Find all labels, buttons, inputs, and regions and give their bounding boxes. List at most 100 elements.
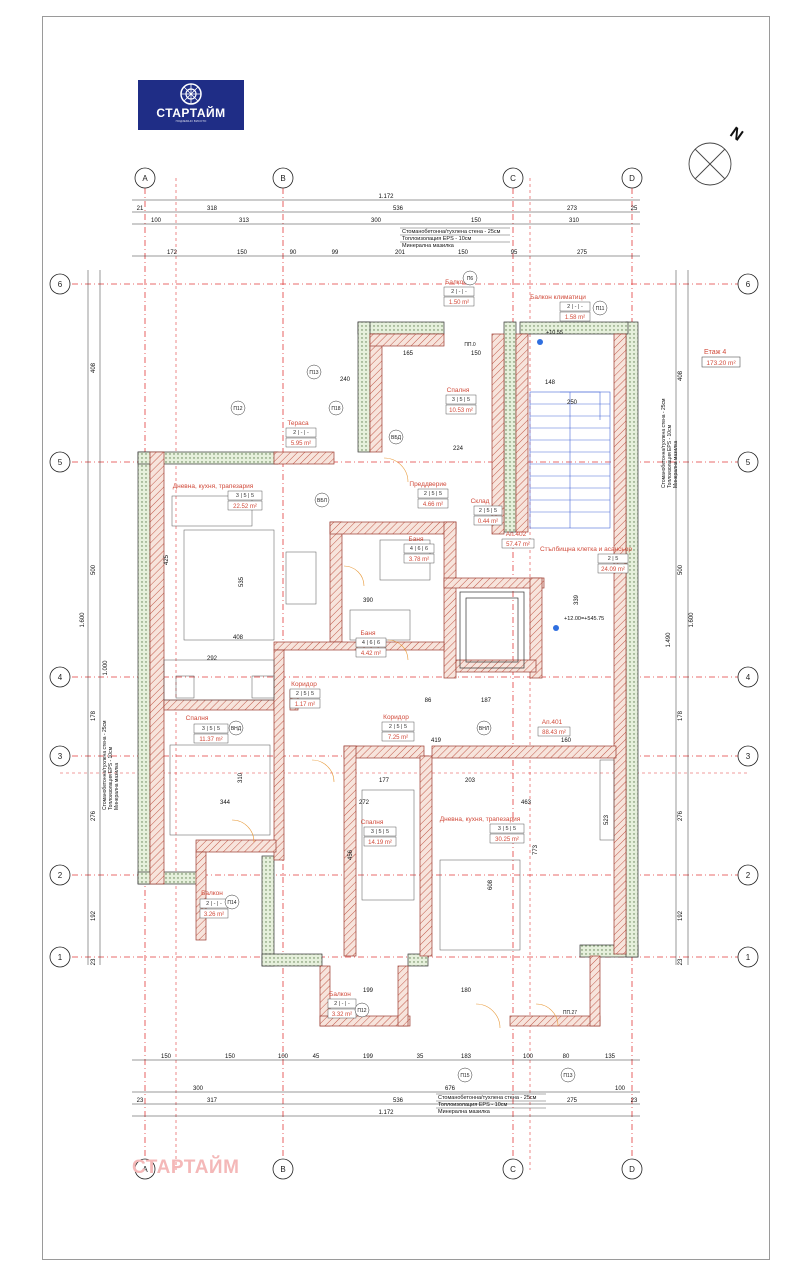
tag-p13: П13 — [309, 370, 318, 376]
tag-vnd: ВНД — [231, 726, 242, 732]
dim-int-0: 165 — [403, 351, 414, 357]
tag-p14: П14 — [227, 900, 236, 906]
section-lines — [60, 178, 750, 1170]
grid-label-2-right: 2 — [746, 871, 751, 880]
watermark-text: СТАРТАЙМ — [132, 1157, 240, 1178]
dim-top-r1-3: 273 — [567, 206, 578, 212]
room-name: Балкон — [329, 991, 351, 998]
room-area: 4.66 m² — [423, 502, 443, 508]
wall-note-right-3: Минерална мазилка — [673, 441, 679, 488]
room-balcony-3-26: Балкон 2 | - | - 3.26 m² — [199, 890, 229, 919]
room-name: Склад — [471, 498, 490, 505]
grid-label-4-left: 4 — [58, 673, 63, 682]
tag-p13-b: П13 — [563, 1073, 572, 1079]
company-logo: СТАРТАЙМ ПОДЗЕМНО ВИСОТО — [138, 80, 244, 130]
dim-int-6: 408 — [233, 635, 244, 641]
logo-text: СТАРТАЙМ — [156, 106, 226, 120]
grid-label-b-top: B — [280, 174, 285, 183]
apartment-401: Ап.401 88.43 m² — [537, 719, 571, 737]
room-name: Коридор — [291, 681, 317, 688]
room-name: Спалня — [186, 715, 209, 722]
dim-bot-r3-2: 536 — [393, 1098, 404, 1104]
room-balcony-3-32: Балкон 2 | - | - 3.32 m² — [327, 991, 357, 1019]
elevation-marker-icon — [537, 339, 559, 631]
room-area: 7.25 m² — [388, 735, 408, 741]
dim-int-8: 344 — [220, 800, 231, 806]
dim-top-r2-2: 300 — [371, 218, 382, 224]
dim-bot-r1-1: 150 — [225, 1054, 236, 1060]
room-name: Спалня — [447, 387, 470, 394]
dim-int-3: 224 — [453, 446, 464, 452]
dim-top-r2-3: 150 — [471, 218, 482, 224]
grid-label-d-top: D — [629, 174, 635, 183]
room-code: 2 | 5 | 5 — [424, 491, 442, 497]
room-area: 11.37 m² — [199, 737, 222, 743]
dim-left-1: 500 — [91, 564, 97, 575]
dim-top-r3-4: 201 — [395, 250, 406, 256]
floor-area: 173.20 m² — [706, 360, 736, 367]
room-vestibule: Преддверие 2 | 5 | 5 4.66 m² — [409, 481, 449, 509]
dim-bot-r1-8: 80 — [563, 1054, 570, 1060]
room-bedroom-14: Спалня 3 | 5 | 5 14.19 m² — [361, 819, 397, 847]
room-bathroom-4: Баня 4 | 6 | 6 4.42 m² — [355, 630, 387, 658]
elevation-landing: +12.00=+545.75 — [564, 616, 604, 622]
wall-note-bottom-1: Стоманобетонна/тухлена стена - 25см — [438, 1095, 537, 1101]
room-code: 2 | - | - — [293, 430, 309, 436]
dim-int-14: 177 — [379, 778, 390, 784]
dim-bot-r3-4: 23 — [631, 1098, 638, 1104]
room-code: 2 | 5 | 5 — [389, 724, 407, 730]
dim-bot-r2-2: 100 — [615, 1086, 626, 1092]
dim-right-3: 1.490 — [666, 632, 672, 648]
dim-int-12: 203 — [465, 778, 476, 784]
dim-top-r3-7: 275 — [577, 250, 588, 256]
floor-label: Етаж 4 173.20 m² — [701, 349, 741, 368]
room-area: 4.42 m² — [361, 651, 381, 657]
room-code: 2 | - | - — [451, 289, 467, 295]
grid-label-d-bottom: D — [629, 1165, 635, 1174]
dim-bot-r1-6: 183 — [461, 1054, 472, 1060]
room-code: 3 | 5 | 5 — [371, 829, 389, 835]
room-code: 2 | - | - — [206, 901, 222, 907]
wall-note-2: Топлоизолация EPS - 10см — [402, 236, 472, 242]
tag-vnl: ВНЛ — [479, 726, 489, 732]
dim-top-total: 1.172 — [378, 194, 394, 200]
dim-top-r1-1: 318 — [207, 206, 218, 212]
drawing-sheet — [42, 16, 770, 1260]
dim-int-22: 390 — [363, 598, 374, 604]
dim-top-r3-6: 95 — [511, 250, 518, 256]
wall-note-right-1: Стоманобетонна/тухлена стена - 25см — [661, 398, 667, 488]
room-bedroom-11: Спалня 3 | 5 | 5 11.37 m² — [186, 715, 229, 744]
apartment-area: 88.43 m² — [542, 730, 566, 736]
room-area: 1.50 m² — [449, 300, 469, 306]
grid-label-4-right: 4 — [746, 673, 751, 682]
wall-note-right-2: Топлоизолация EPS - 10см — [667, 424, 673, 488]
room-name: Баня — [409, 536, 424, 543]
dim-bot-r3-1: 317 — [207, 1098, 218, 1104]
dim-int-24: 535 — [239, 576, 245, 587]
room-balcony-ac: Балкон климатици 2 | - | - 1.58 m² — [530, 294, 591, 322]
room-area: 3.78 m² — [409, 557, 429, 563]
dim-bot-r2-0: 300 — [193, 1086, 204, 1092]
wall-note-left-3: Минерална мазилка — [114, 763, 120, 810]
dim-int-7: 292 — [207, 656, 218, 662]
north-label: N — [727, 124, 746, 145]
room-code: 3 | 5 | 5 — [202, 726, 220, 732]
room-code: 2 | 5 — [608, 556, 619, 562]
dimension-lines — [87, 199, 689, 1117]
room-corridor-1: Коридор 2 | 5 | 5 1.17 m² — [289, 681, 321, 709]
dim-int-20: 608 — [488, 879, 494, 890]
apartment-402: Ап.402 57.47 m² — [501, 531, 535, 549]
dim-int-26: 199 — [363, 988, 374, 994]
dim-top-r2-0: 100 — [151, 218, 162, 224]
dim-int-2: 240 — [340, 377, 351, 383]
room-area: 1.58 m² — [565, 315, 585, 321]
dim-int-1: 150 — [471, 351, 482, 357]
wall-note-1: Стоманобетонна/тухлена стена - 25см — [402, 229, 501, 235]
grid-label-a-bottom: A — [142, 1165, 148, 1174]
room-bathroom-3: Баня 4 | 6 | 6 3.78 m² — [403, 536, 435, 564]
dim-int-5: 250 — [567, 400, 578, 406]
dim-top-r1-4: 25 — [631, 206, 638, 212]
dim-top-r3-0: 172 — [167, 250, 178, 256]
dim-int-11: 419 — [431, 738, 442, 744]
dim-int-25: 425 — [164, 554, 170, 565]
